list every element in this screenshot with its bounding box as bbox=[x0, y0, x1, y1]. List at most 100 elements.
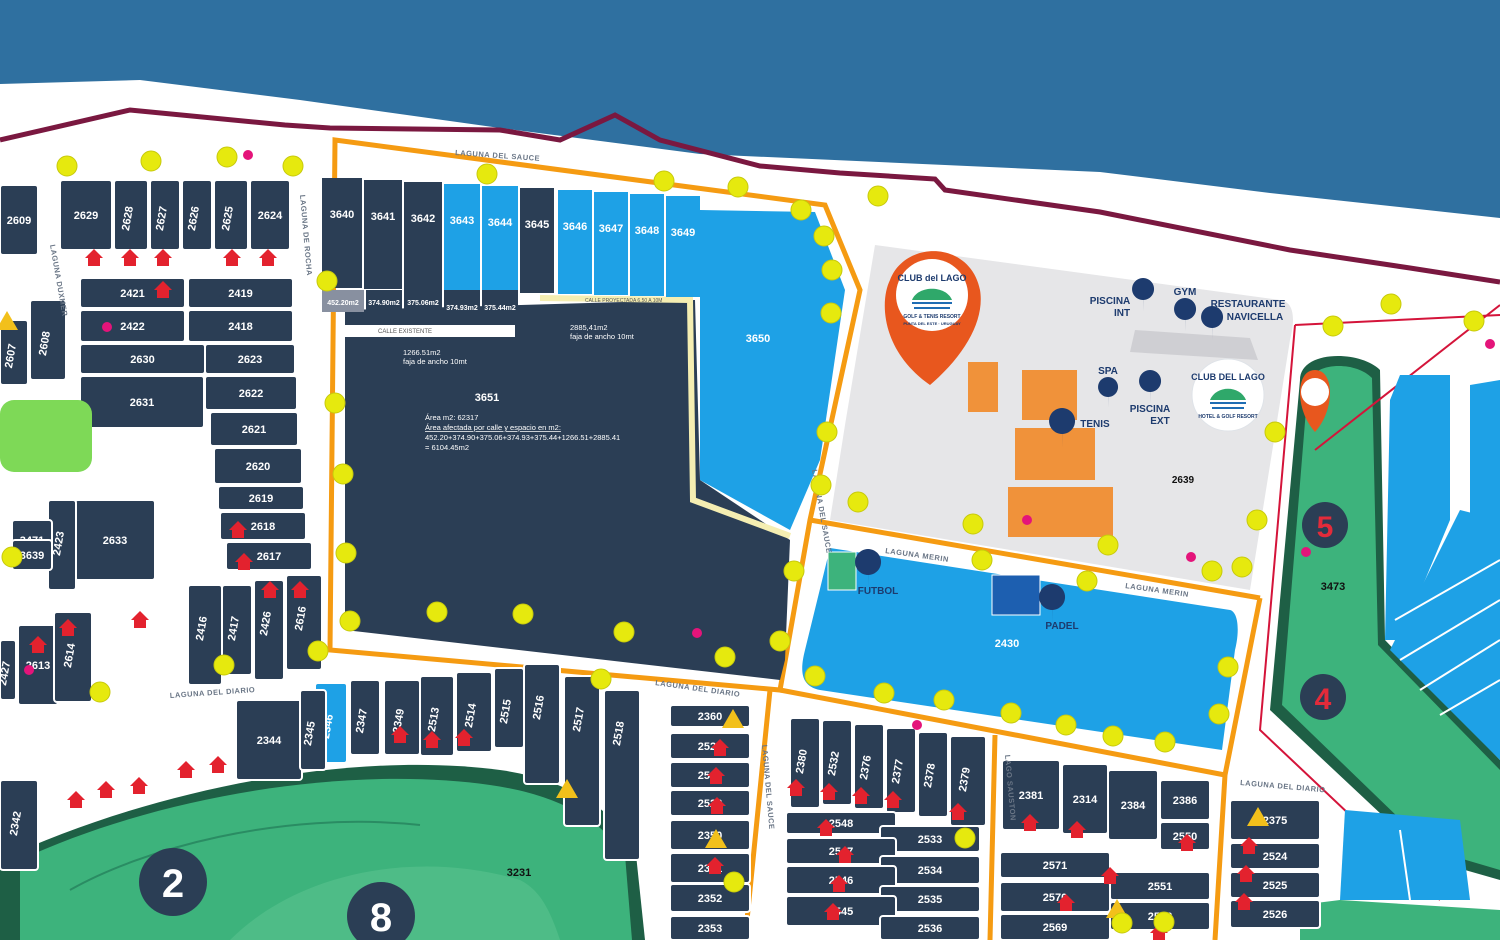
lamp-marker bbox=[971, 549, 993, 571]
house-icon bbox=[1235, 893, 1253, 910]
lot-2619[interactable] bbox=[217, 485, 305, 511]
house-icon bbox=[235, 553, 253, 570]
lot-2418[interactable] bbox=[187, 309, 294, 343]
lot-2607[interactable] bbox=[0, 319, 29, 386]
spa-icon[interactable] bbox=[1098, 377, 1119, 408]
restaurant-icon[interactable] bbox=[1201, 306, 1224, 340]
tenis-label: TENIS bbox=[1080, 419, 1110, 430]
lot-2569[interactable] bbox=[999, 913, 1111, 940]
lot-3643[interactable] bbox=[444, 184, 480, 291]
partial-lot-5 bbox=[482, 290, 518, 312]
lot-2624[interactable] bbox=[249, 179, 291, 251]
lot-2571[interactable] bbox=[999, 851, 1111, 879]
lot-3640[interactable] bbox=[322, 178, 362, 288]
lamp-marker bbox=[339, 610, 361, 632]
house-icon bbox=[455, 729, 473, 746]
lot-2421-label: 2421 bbox=[120, 288, 144, 300]
lot-2516[interactable] bbox=[523, 663, 561, 785]
house-icon bbox=[97, 781, 115, 798]
lamp-marker bbox=[954, 827, 976, 849]
piscina-int-icon[interactable] bbox=[1132, 278, 1155, 312]
lot-3645[interactable] bbox=[520, 188, 554, 293]
restaurante-label-1: RESTAURANTE bbox=[1211, 299, 1286, 310]
lot-2526[interactable] bbox=[1229, 899, 1321, 929]
lot-2621[interactable] bbox=[209, 411, 299, 447]
lot-2517[interactable] bbox=[563, 675, 601, 827]
tenis-icon[interactable] bbox=[1049, 408, 1076, 448]
golf-course-southeast bbox=[1300, 900, 1500, 940]
house-icon bbox=[949, 803, 967, 820]
lot-2525-label: 2525 bbox=[1263, 880, 1287, 892]
lot-2342[interactable] bbox=[0, 779, 39, 871]
lot-2384[interactable] bbox=[1107, 769, 1159, 841]
lot-2347[interactable] bbox=[349, 679, 381, 756]
lot-2618-label: 2618 bbox=[251, 521, 275, 533]
lot-2520[interactable] bbox=[669, 732, 751, 760]
lot-3639-label: 3639 bbox=[20, 550, 44, 562]
parcel-3718-label: 3718 bbox=[83, 751, 107, 763]
futbol-icon[interactable] bbox=[855, 549, 882, 588]
lot-2522[interactable] bbox=[669, 789, 751, 817]
lot-2571-label: 2571 bbox=[1043, 860, 1067, 872]
lot-2623[interactable] bbox=[204, 343, 296, 375]
lot-3647[interactable] bbox=[594, 192, 628, 295]
lamp-marker bbox=[590, 668, 612, 690]
lot-2427[interactable] bbox=[0, 639, 17, 701]
gym-icon[interactable] bbox=[1174, 298, 1197, 332]
lot-2609[interactable] bbox=[0, 184, 39, 256]
lot-2536[interactable] bbox=[879, 915, 981, 940]
restaurante-label-2: NAVICELLA bbox=[1227, 312, 1283, 323]
lot-2533-label: 2533 bbox=[918, 834, 942, 846]
lot-2423-label: 2423 bbox=[51, 530, 67, 556]
lot-2342-label: 2342 bbox=[8, 810, 24, 836]
lot-2536-label: 2536 bbox=[918, 923, 942, 935]
pink-marker bbox=[1301, 547, 1311, 557]
lot-2353-label: 2353 bbox=[698, 923, 722, 935]
golf-hole-4-number: 4 bbox=[1315, 683, 1332, 716]
lot-2525[interactable] bbox=[1229, 871, 1321, 899]
lot-3642[interactable] bbox=[404, 182, 442, 290]
lot-2608-label: 2608 bbox=[37, 330, 53, 356]
piscina-ext-icon[interactable] bbox=[1139, 370, 1162, 404]
lot-2627[interactable] bbox=[149, 179, 181, 251]
faja-right-area: 2885,41m2 bbox=[570, 323, 608, 332]
lot-2518[interactable] bbox=[603, 689, 641, 861]
lot-2608[interactable] bbox=[29, 299, 67, 381]
lot-2570[interactable] bbox=[999, 881, 1111, 913]
lot-3646-label: 3646 bbox=[563, 221, 587, 233]
lot-2386[interactable] bbox=[1159, 779, 1211, 821]
lamp-marker bbox=[723, 871, 745, 893]
lot-2515-label: 2515 bbox=[498, 698, 514, 724]
padel-courts bbox=[991, 574, 1041, 616]
property-boundary-line bbox=[0, 107, 1500, 285]
lot-2422[interactable] bbox=[79, 309, 186, 343]
lot-3641[interactable] bbox=[364, 180, 402, 289]
lot-2416[interactable] bbox=[187, 584, 223, 686]
lot-2620[interactable] bbox=[213, 447, 303, 485]
lot-2630-label: 2630 bbox=[130, 354, 154, 366]
golf-hole-8-badge bbox=[347, 882, 415, 940]
lot-2548[interactable] bbox=[785, 811, 897, 835]
lot-3644[interactable] bbox=[482, 186, 518, 292]
golf-pin-logo bbox=[1301, 378, 1329, 406]
hotel-logo-subtitle: HOTEL & GOLF RESORT bbox=[1198, 414, 1257, 420]
lamp-marker bbox=[1000, 702, 1022, 724]
lot-2350[interactable] bbox=[669, 819, 751, 851]
lot-2629[interactable] bbox=[59, 179, 113, 251]
lot-3641-label: 3641 bbox=[371, 211, 395, 223]
lot-3648[interactable] bbox=[630, 194, 664, 296]
padel-icon[interactable] bbox=[1039, 584, 1066, 624]
lot-2419[interactable] bbox=[187, 277, 294, 309]
lot-2353[interactable] bbox=[669, 915, 751, 940]
lot-2426[interactable] bbox=[253, 579, 285, 681]
golf-fairway-line bbox=[69, 820, 421, 891]
lamp-marker bbox=[140, 150, 162, 172]
golf-hole-5-badge bbox=[1302, 502, 1348, 548]
lot-2378[interactable] bbox=[917, 731, 949, 818]
house-icon bbox=[706, 857, 724, 874]
lot-2345[interactable] bbox=[299, 689, 327, 771]
lot-3646[interactable] bbox=[558, 190, 592, 294]
lot-2626[interactable] bbox=[181, 179, 213, 251]
lot-2375[interactable] bbox=[1229, 799, 1321, 841]
lot-3649[interactable] bbox=[666, 196, 700, 297]
